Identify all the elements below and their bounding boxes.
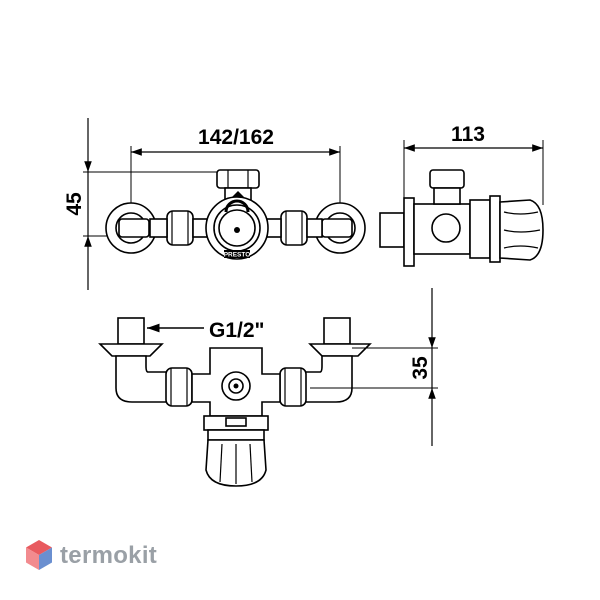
- bottom-view: G1/2" 35: [98, 288, 438, 487]
- dimension-width-top: 142/162: [198, 126, 274, 149]
- dimension-thread: G1/2": [209, 319, 264, 342]
- brand-name: termokit: [60, 542, 158, 569]
- dimension-height-left: 45: [63, 192, 86, 216]
- dimension-offset-right: 35: [409, 356, 432, 380]
- side-view: 113: [379, 123, 544, 267]
- brand-watermark: termokit: [24, 536, 157, 576]
- brand-logo-icon: [26, 540, 52, 570]
- dimension-side-depth: 113: [451, 123, 485, 146]
- front-view: PRESTO 142/162 45: [63, 118, 366, 290]
- valve-face-text: PRESTO: [224, 252, 251, 259]
